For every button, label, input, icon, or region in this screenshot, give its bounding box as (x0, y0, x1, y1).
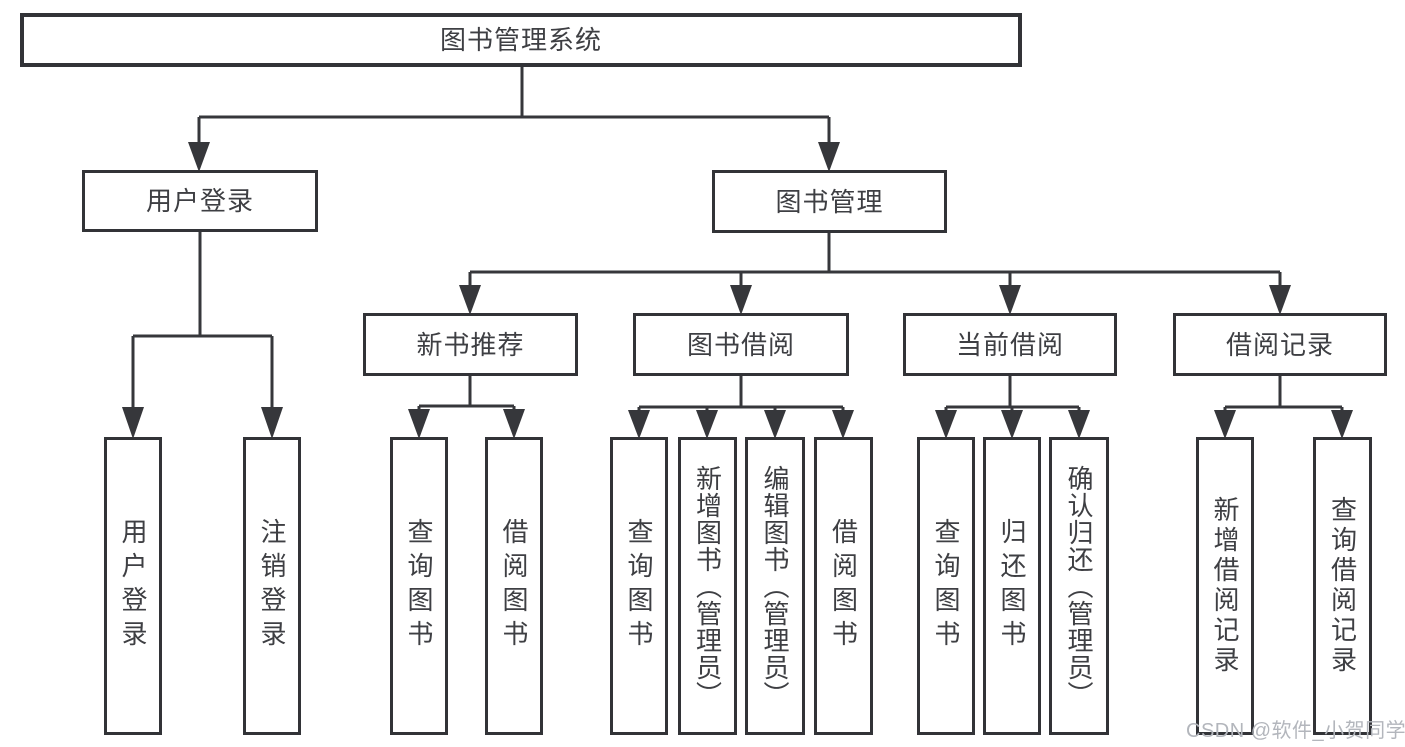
arrowhead (122, 407, 144, 439)
connector-new-book-rec-to-leaves (408, 376, 525, 439)
node-user-login-label: 用户登录 (145, 186, 254, 216)
leaf-cb-query-books-label: 查询图书 (931, 518, 961, 654)
node-borrow-records: 借阅记录 (1173, 313, 1387, 376)
arrowhead (459, 285, 481, 315)
leaf-bb-edit-books-admin-label: 编辑图书（管理员） (760, 464, 790, 708)
leaf-user-login-label: 用户登录 (118, 518, 148, 654)
node-current-borrow-label: 当前借阅 (955, 329, 1064, 360)
node-new-book-rec: 新书推荐 (363, 313, 578, 376)
leaf-logout: 注销登录 (243, 437, 301, 735)
leaf-nbr-query-books: 查询图书 (390, 437, 448, 735)
leaf-cb-confirm-return-admin-label: 确认归还（管理员） (1064, 464, 1094, 708)
leaf-cb-return-books: 归还图书 (983, 437, 1041, 735)
leaf-bb-add-books-admin-label: 新增图书（管理员） (692, 464, 723, 708)
arrowhead (730, 285, 752, 315)
arrowhead (1269, 285, 1291, 315)
connector-borrow-records-to-leaves (1214, 376, 1353, 439)
arrowhead (1214, 410, 1236, 439)
watermark: CSDN @软件_小贺同学 (1186, 720, 1405, 742)
leaf-br-query-record: 查询借阅记录 (1313, 437, 1372, 735)
connector-root-to-branches (188, 67, 840, 172)
arrowhead (188, 142, 210, 172)
connector-book-mgmt-to-sections (459, 233, 1291, 315)
leaf-bb-edit-books-admin: 编辑图书（管理员） (745, 437, 805, 735)
connector-book-borrow-to-leaves (628, 376, 854, 439)
leaf-br-add-record: 新增借阅记录 (1196, 437, 1254, 735)
leaf-nbr-query-books-label: 查询图书 (404, 518, 434, 654)
node-book-mgmt-label: 图书管理 (775, 186, 884, 217)
connector-current-borrow-to-leaves (935, 376, 1090, 439)
arrowhead (696, 410, 718, 439)
arrowhead (628, 410, 650, 439)
leaf-bb-query-books-label: 查询图书 (624, 518, 654, 654)
leaf-nbr-borrow-books-label: 借阅图书 (499, 518, 529, 654)
arrowhead (935, 410, 957, 439)
leaf-br-query-record-label: 查询借阅记录 (1327, 496, 1358, 676)
leaf-cb-return-books-label: 归还图书 (997, 518, 1027, 654)
node-root: 图书管理系统 (20, 13, 1022, 67)
node-new-book-rec-label: 新书推荐 (416, 329, 525, 360)
leaf-cb-confirm-return-admin: 确认归还（管理员） (1049, 437, 1109, 735)
arrowhead (1001, 410, 1023, 439)
connector-user-login-to-leaves (122, 232, 283, 439)
leaf-br-add-record-label: 新增借阅记录 (1210, 496, 1240, 676)
node-book-borrow: 图书借阅 (633, 313, 849, 376)
leaf-bb-query-books: 查询图书 (610, 437, 668, 735)
node-book-borrow-label: 图书借阅 (686, 329, 795, 360)
arrowhead (1331, 410, 1353, 439)
arrowhead (764, 410, 786, 439)
node-borrow-records-label: 借阅记录 (1225, 329, 1334, 360)
leaf-cb-query-books: 查询图书 (917, 437, 975, 735)
leaf-bb-borrow-books-label: 借阅图书 (828, 518, 859, 654)
arrowhead (999, 285, 1021, 315)
node-book-mgmt: 图书管理 (712, 170, 947, 233)
arrowhead (832, 410, 854, 439)
leaf-nbr-borrow-books: 借阅图书 (485, 437, 543, 735)
leaf-logout-label: 注销登录 (257, 518, 287, 654)
node-user-login: 用户登录 (82, 170, 318, 232)
arrowhead (261, 407, 283, 439)
leaf-bb-add-books-admin: 新增图书（管理员） (678, 437, 737, 735)
arrowhead (503, 409, 525, 439)
node-current-borrow: 当前借阅 (903, 313, 1117, 376)
leaf-bb-borrow-books: 借阅图书 (814, 437, 873, 735)
arrowhead (1068, 410, 1090, 439)
node-root-label: 图书管理系统 (439, 25, 602, 55)
arrowhead (408, 409, 430, 439)
arrowhead (818, 142, 840, 172)
leaf-user-login: 用户登录 (104, 437, 162, 735)
